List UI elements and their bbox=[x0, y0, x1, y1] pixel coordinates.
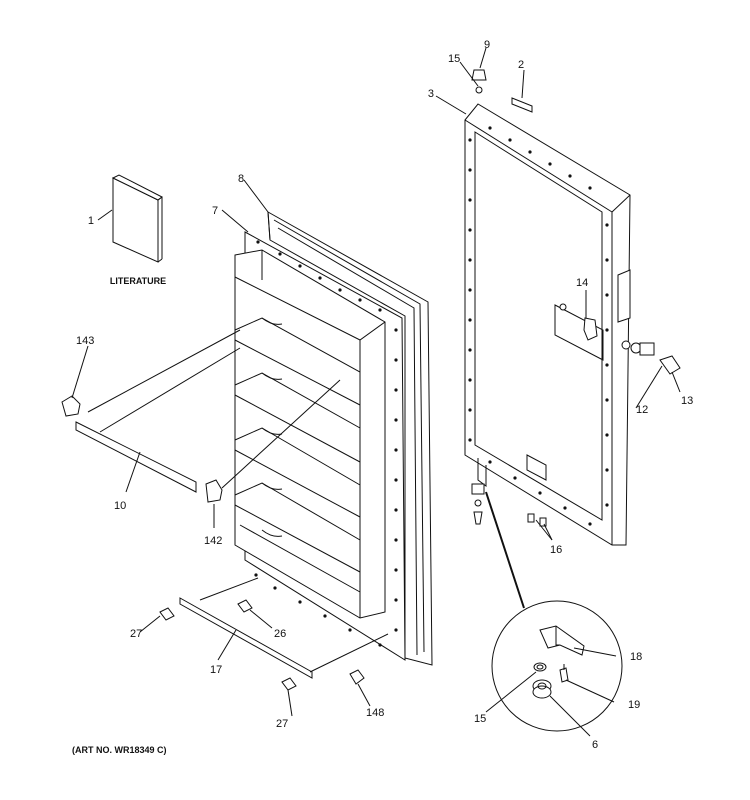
literature-label: LITERATURE bbox=[110, 276, 166, 286]
bottom-trim bbox=[179, 597, 313, 679]
callout-6: 6 bbox=[592, 739, 598, 751]
callout-143: 143 bbox=[76, 335, 94, 347]
callout-9: 9 bbox=[484, 39, 490, 51]
bottom-hinge-parts bbox=[471, 483, 485, 525]
left-trim-parts bbox=[61, 395, 223, 503]
callout-leaders bbox=[71, 47, 681, 737]
top-hinge-bolt bbox=[471, 69, 487, 94]
guide-lines bbox=[87, 329, 389, 673]
lock-assembly bbox=[559, 303, 681, 375]
callout-26: 26 bbox=[274, 628, 286, 640]
callout-3: 3 bbox=[428, 88, 434, 100]
art-number: (ART NO. WR18349 C) bbox=[72, 745, 167, 755]
callout-13: 13 bbox=[681, 395, 693, 407]
detail-circle bbox=[491, 600, 623, 732]
callout-15-detail: 15 bbox=[474, 713, 486, 725]
outer-door bbox=[464, 103, 631, 546]
callout-19: 19 bbox=[628, 699, 640, 711]
screws-lower bbox=[159, 599, 365, 691]
callout-16: 16 bbox=[550, 544, 562, 556]
callout-27-bottom: 27 bbox=[276, 718, 288, 730]
callout-15-top: 15 bbox=[448, 53, 460, 65]
callout-1: 1 bbox=[88, 215, 94, 227]
literature-booklet bbox=[111, 174, 163, 263]
callout-27-left: 27 bbox=[130, 628, 142, 640]
door-liner bbox=[234, 211, 433, 666]
label-plate bbox=[511, 97, 533, 113]
callout-142: 142 bbox=[204, 535, 222, 547]
callout-7: 7 bbox=[212, 205, 218, 217]
callout-148: 148 bbox=[366, 707, 384, 719]
callout-10: 10 bbox=[114, 500, 126, 512]
screws-16 bbox=[527, 513, 547, 527]
callout-14: 14 bbox=[576, 277, 588, 289]
callout-17: 17 bbox=[210, 664, 222, 676]
callout-2: 2 bbox=[518, 59, 524, 71]
callout-12: 12 bbox=[636, 404, 648, 416]
detail-leader bbox=[485, 491, 525, 609]
callout-8: 8 bbox=[238, 173, 244, 185]
callout-18: 18 bbox=[630, 651, 642, 663]
